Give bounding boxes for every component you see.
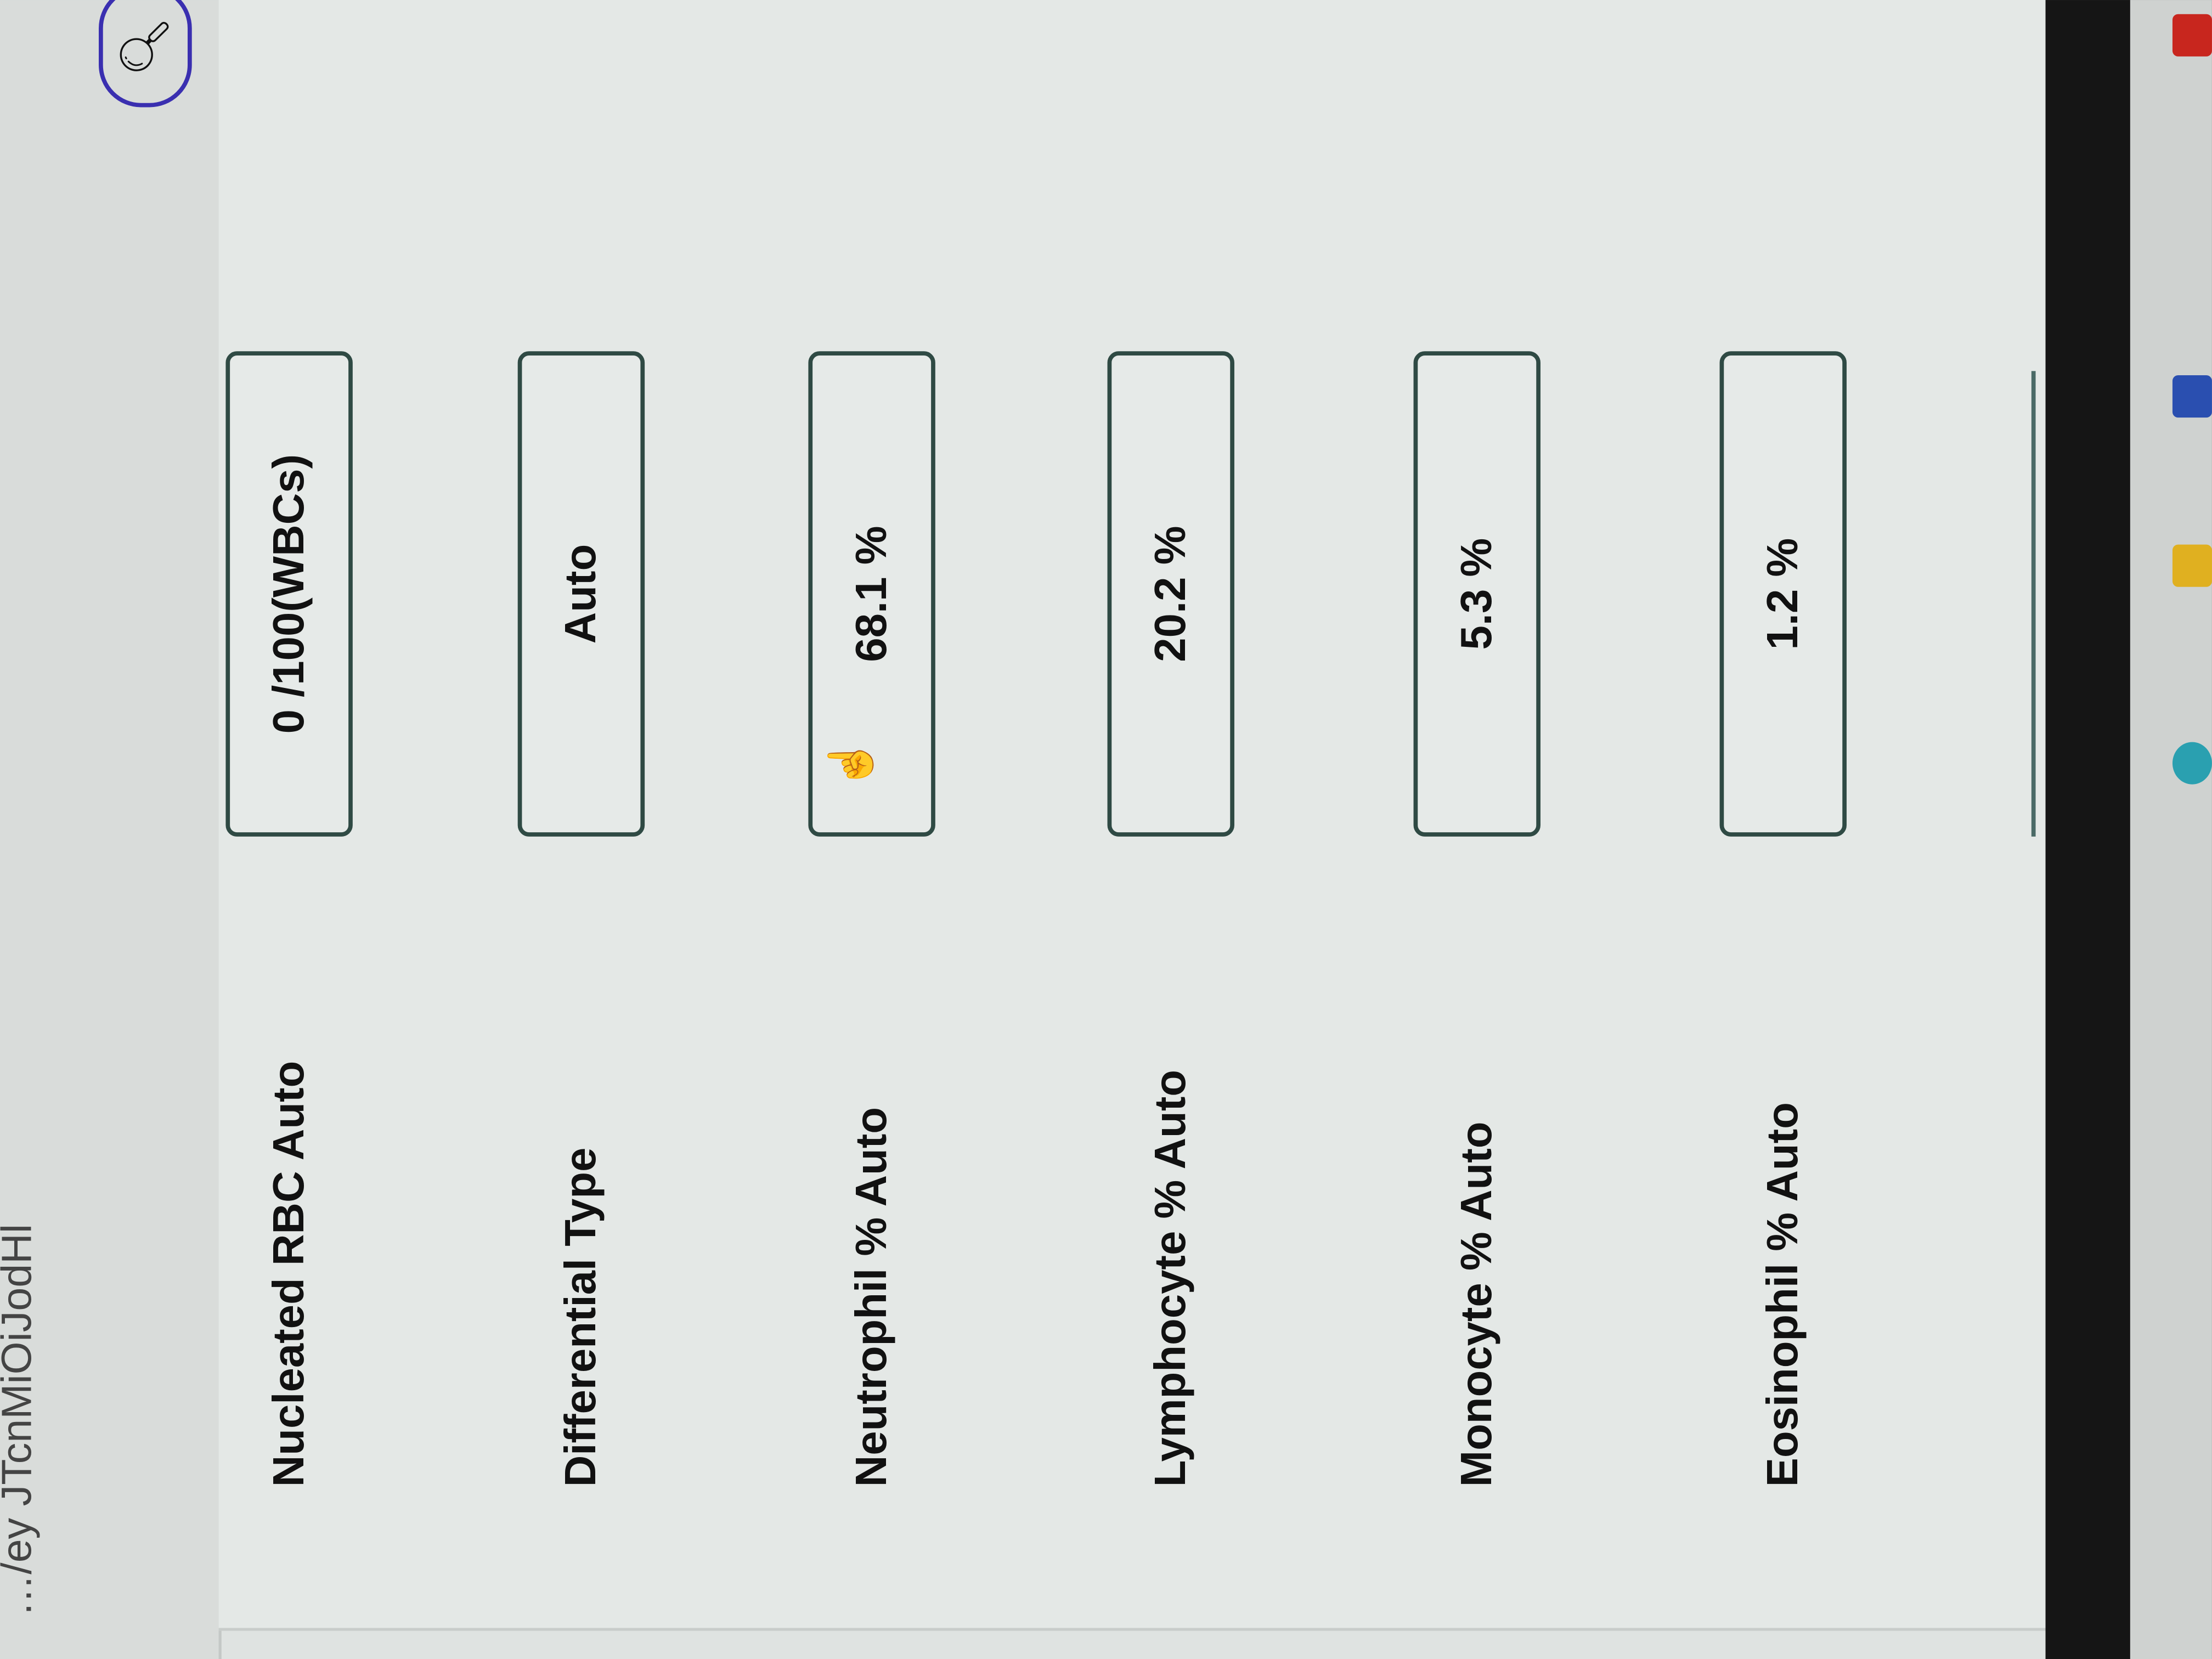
field-value[interactable]: 20.2 %: [1107, 351, 1234, 837]
field-value[interactable]: 5.3 %: [1413, 351, 1541, 837]
search-icon: 🔍︎: [118, 16, 172, 77]
hand-cursor-icon: ☝: [828, 737, 875, 791]
field-label: Neutrophil % Auto: [846, 1107, 896, 1487]
app-icon[interactable]: [2172, 14, 2212, 57]
field-value[interactable]: 0 /100(WBCs): [225, 351, 353, 837]
field-label: Differential Type: [556, 1147, 606, 1487]
browser-address-bar: …/ey JTcnMiOiJodHl 🔍︎: [0, 0, 222, 1659]
url-text[interactable]: …/ey JTcnMiOiJodHl: [0, 1223, 41, 1617]
results-panel: Nucleated RBC Auto 0 /100(WBCs) Differen…: [218, 0, 2046, 1631]
browser-icon[interactable]: [2172, 742, 2212, 785]
field-value[interactable]: ☝ 68.1 %: [808, 351, 935, 837]
folder-icon[interactable]: [2172, 544, 2212, 587]
field-row-lymphocyte: Lymphocyte % Auto 20.2 %: [1107, 0, 1234, 1628]
app-icon[interactable]: [2172, 375, 2212, 418]
divider: [2031, 371, 2036, 837]
field-value-text: 68.1 %: [846, 526, 896, 662]
field-row-eosinophil: Eosinophil % Auto 1.2 %: [1719, 0, 1847, 1628]
search-button[interactable]: 🔍︎: [98, 0, 192, 108]
field-row-neutrophil: Neutrophil % Auto ☝ 68.1 %: [808, 0, 935, 1628]
field-value[interactable]: 1.2 %: [1719, 351, 1847, 837]
field-row-differential-type: Differential Type Auto: [517, 0, 645, 1628]
field-label: Monocyte % Auto: [1451, 1121, 1501, 1487]
field-label: Eosinophil % Auto: [1757, 1102, 1807, 1487]
field-value[interactable]: Auto: [517, 351, 645, 837]
taskbar: [2130, 0, 2212, 1659]
field-label: Lymphocyte % Auto: [1145, 1069, 1195, 1487]
field-label: Nucleated RBC Auto: [263, 1060, 313, 1487]
field-row-monocyte: Monocyte % Auto 5.3 %: [1413, 0, 1541, 1628]
field-row-nucleated-rbc: Nucleated RBC Auto 0 /100(WBCs): [225, 0, 353, 1628]
